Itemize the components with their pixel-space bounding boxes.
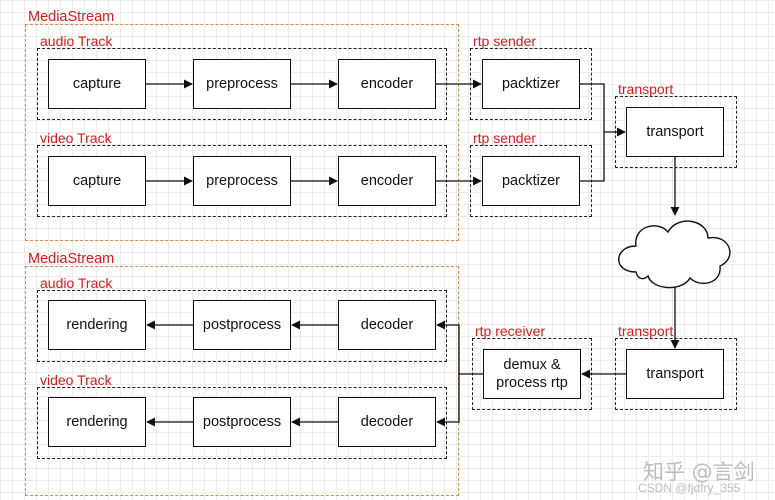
video-decoder-box: decoder — [338, 397, 436, 447]
demux-process-rtp-text: demux & process rtp — [496, 357, 568, 391]
top-audio-track-label: audio Track — [40, 33, 113, 49]
bottom-mediastream-label: MediaStream — [28, 251, 115, 267]
audio-capture-box: capture — [48, 59, 146, 109]
audio-packtizer-box: packtizer — [482, 59, 580, 109]
transport-send-box: transport — [626, 107, 724, 157]
audio-postprocess-box: postprocess — [193, 300, 291, 350]
rtp-sender-video-label: rtp sender — [473, 130, 537, 146]
cloud-icon — [618, 220, 731, 289]
audio-decoder-box: decoder — [338, 300, 436, 350]
bottom-video-track-label: video Track — [40, 372, 112, 388]
video-packtizer-box: packtizer — [482, 156, 580, 206]
arrow-audio-packtizer-transport — [580, 83, 626, 137]
rtp-sender-audio-label: rtp sender — [473, 33, 537, 49]
line-video-packtizer-transport — [580, 132, 605, 182]
transport-send-label: transport — [618, 81, 674, 97]
video-rendering-box: rendering — [48, 397, 146, 447]
video-encoder-box: encoder — [338, 156, 436, 206]
audio-encoder-box: encoder — [338, 59, 436, 109]
video-capture-box: capture — [48, 156, 146, 206]
watermark-csdn: CSDN @fjdfry_355 — [638, 481, 741, 495]
rtp-receiver-label: rtp receiver — [475, 323, 546, 339]
watermark-zhihu: 知乎 @言剑 — [643, 460, 755, 484]
bottom-audio-track-label: audio Track — [40, 275, 113, 291]
top-mediastream-group: MediaStream — [25, 9, 459, 241]
arrow-demux-audio-decoder — [436, 320, 460, 374]
demux-process-rtp-box: demux & process rtp — [483, 349, 581, 399]
transport-recv-box: transport — [626, 349, 724, 399]
transport-recv-label: transport — [618, 323, 674, 339]
top-video-track-label: video Track — [40, 130, 112, 146]
video-postprocess-box: postprocess — [193, 397, 291, 447]
top-mediastream-label: MediaStream — [28, 9, 115, 25]
audio-rendering-box: rendering — [48, 300, 146, 350]
audio-preprocess-box: preprocess — [193, 59, 291, 109]
bottom-video-track-group: video Track — [37, 372, 447, 459]
video-preprocess-box: preprocess — [193, 156, 291, 206]
bottom-audio-track-group: audio Track — [37, 275, 447, 362]
arrow-demux-video-decoder — [436, 374, 460, 427]
